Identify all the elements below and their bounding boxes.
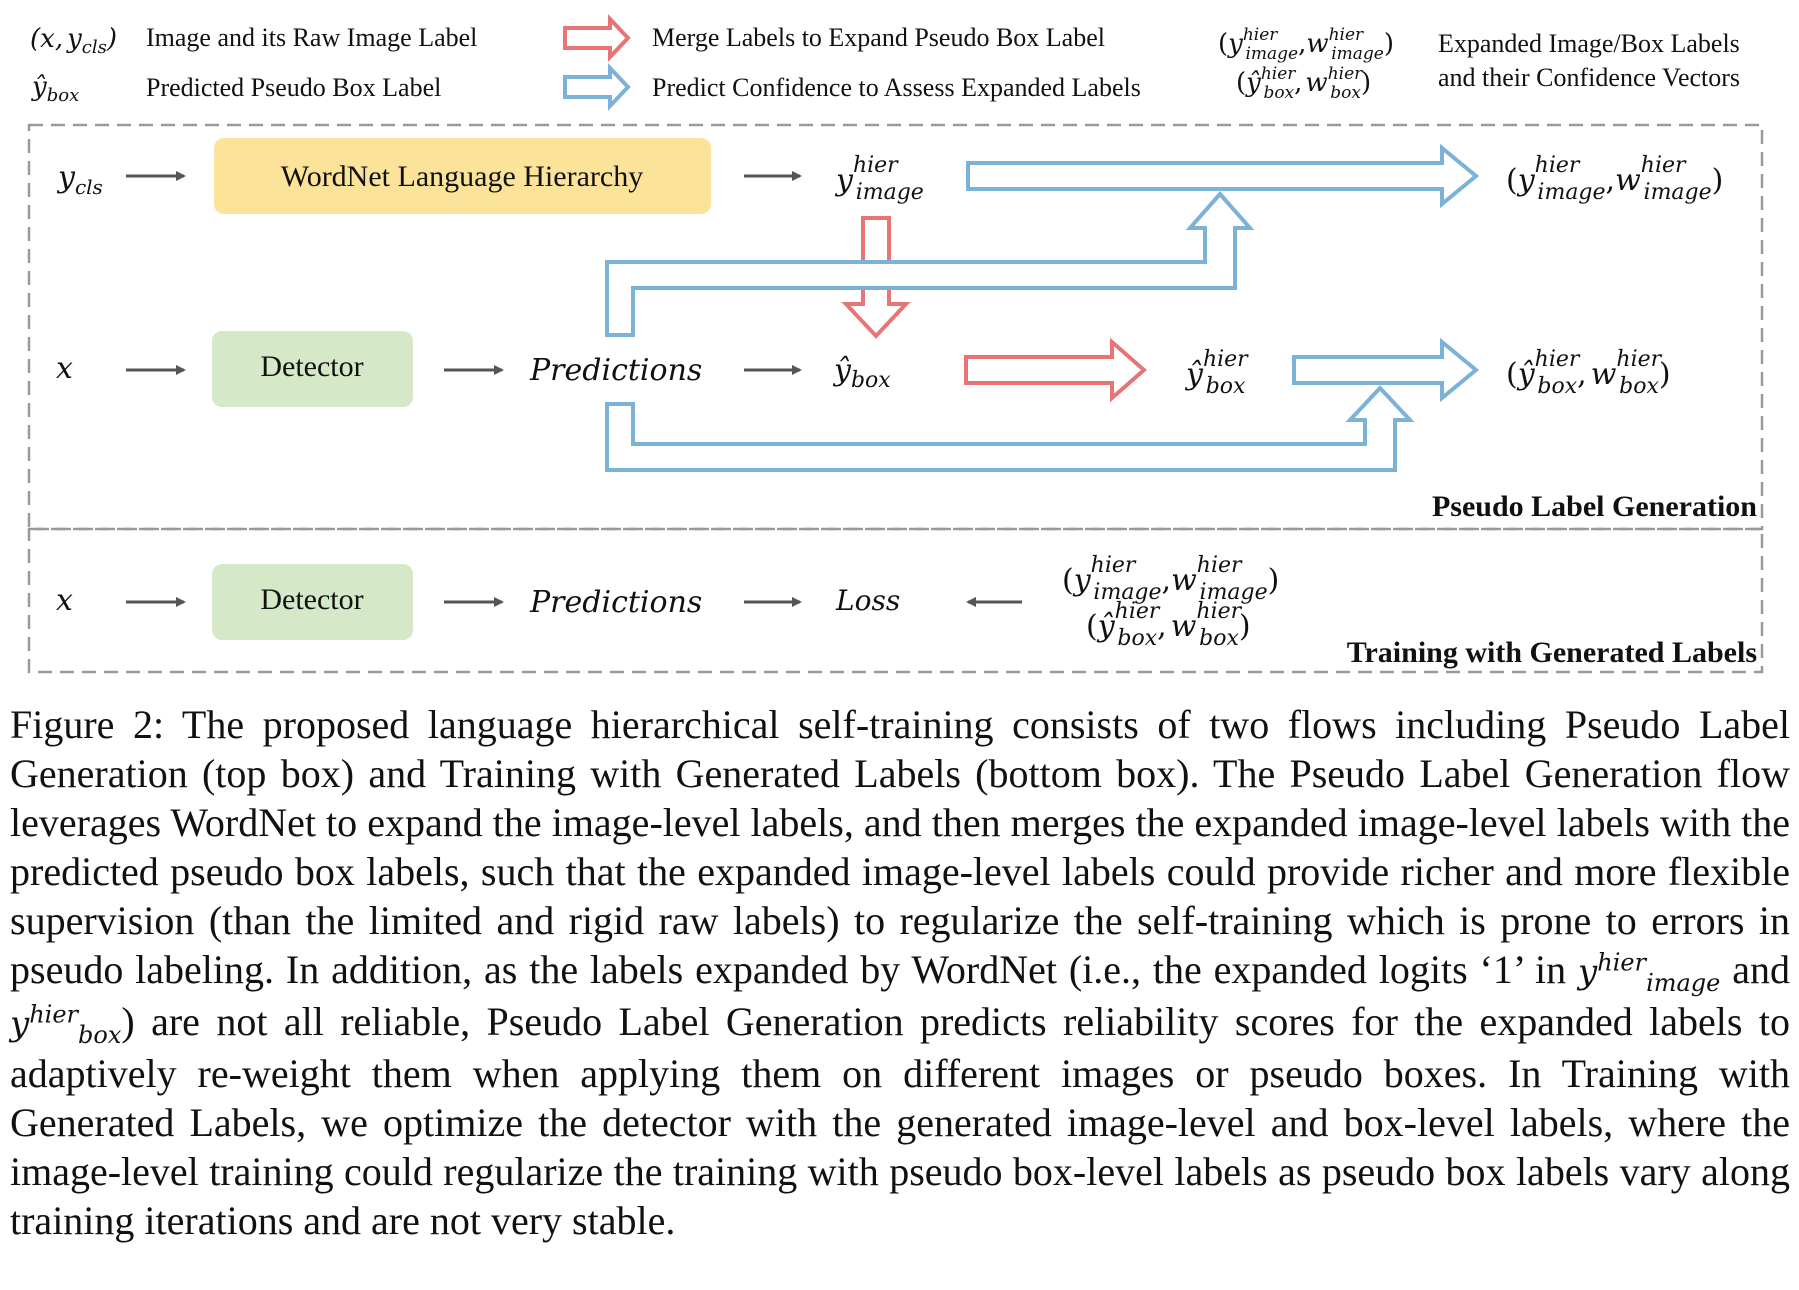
svg-text:yhierimage: yhierimage	[834, 153, 924, 205]
svg-text:ŷbox: ŷbox	[832, 353, 891, 393]
caption-part-1: Figure 2: The proposed language hierarch…	[10, 702, 1790, 992]
predict-arrow-upper-route	[605, 190, 1255, 337]
svg-text:ycls: ycls	[56, 160, 103, 199]
predict-arrow-image-output	[966, 143, 1480, 209]
detector-label-top: Detector	[260, 350, 363, 383]
legend-merge-text: Merge Labels to Expand Pseudo Box Label	[652, 23, 1105, 52]
loss-label: Loss	[835, 584, 900, 617]
caption-part-2: ) are not all reliable, Pseudo Label Gen…	[10, 999, 1790, 1243]
predictions-label-top: Predictions	[529, 353, 702, 388]
legend-expanded-text-2: and their Confidence Vectors	[1438, 63, 1740, 92]
legend-expanded-text-1: Expanded Image/Box Labels	[1438, 29, 1740, 58]
legend-raw-label-text: Image and its Raw Image Label	[146, 23, 477, 52]
pseudo-label-generation-title: Pseudo Label Generation	[1432, 490, 1757, 523]
training-box	[27, 527, 1764, 674]
predict-arrow-lower-route	[605, 385, 1415, 472]
detector-box-top	[212, 331, 413, 407]
caption-and: and	[1720, 947, 1790, 992]
caption-y-box-symbol: yhierbox	[10, 1000, 122, 1049]
legend-predict-arrow-icon	[563, 62, 631, 112]
legend-pseudo-box-symbol: ŷbox	[31, 72, 79, 106]
x-input-symbol-training: x	[56, 583, 73, 618]
svg-text:ŷbox: ŷbox	[31, 72, 79, 106]
legend-merge-arrow-icon	[563, 13, 631, 63]
caption-y-image-symbol: yhierimage	[1578, 948, 1721, 997]
predict-arrow-box-output	[1292, 337, 1480, 403]
wordnet-box	[214, 138, 711, 214]
training-title: Training with Generated Labels	[1347, 636, 1757, 669]
legend-pseudo-box-text: Predicted Pseudo Box Label	[146, 73, 441, 102]
merge-arrow-right	[964, 337, 1148, 403]
framework-diagram: (x,ycls) Image and its Raw Image Label ŷ…	[27, 13, 1764, 674]
legend: (x,ycls) Image and its Raw Image Label ŷ…	[30, 13, 1740, 112]
legend-predict-text: Predict Confidence to Assess Expanded La…	[652, 73, 1141, 102]
x-input-symbol: x	[56, 351, 73, 386]
figure-caption: Figure 2: The proposed language hierarch…	[10, 700, 1790, 1245]
svg-text:(x,ycls): (x,ycls)	[30, 24, 117, 58]
y-box-symbol: ŷbox	[832, 353, 891, 393]
legend-raw-label-symbol: (x,ycls)	[30, 24, 117, 58]
detector-box-training	[212, 564, 413, 640]
predictions-label-training: Predictions	[529, 585, 702, 620]
ycls-label: ycls	[56, 160, 103, 199]
detector-label-training: Detector	[260, 583, 363, 616]
wordnet-label: WordNet Language Hierarchy	[281, 160, 643, 193]
